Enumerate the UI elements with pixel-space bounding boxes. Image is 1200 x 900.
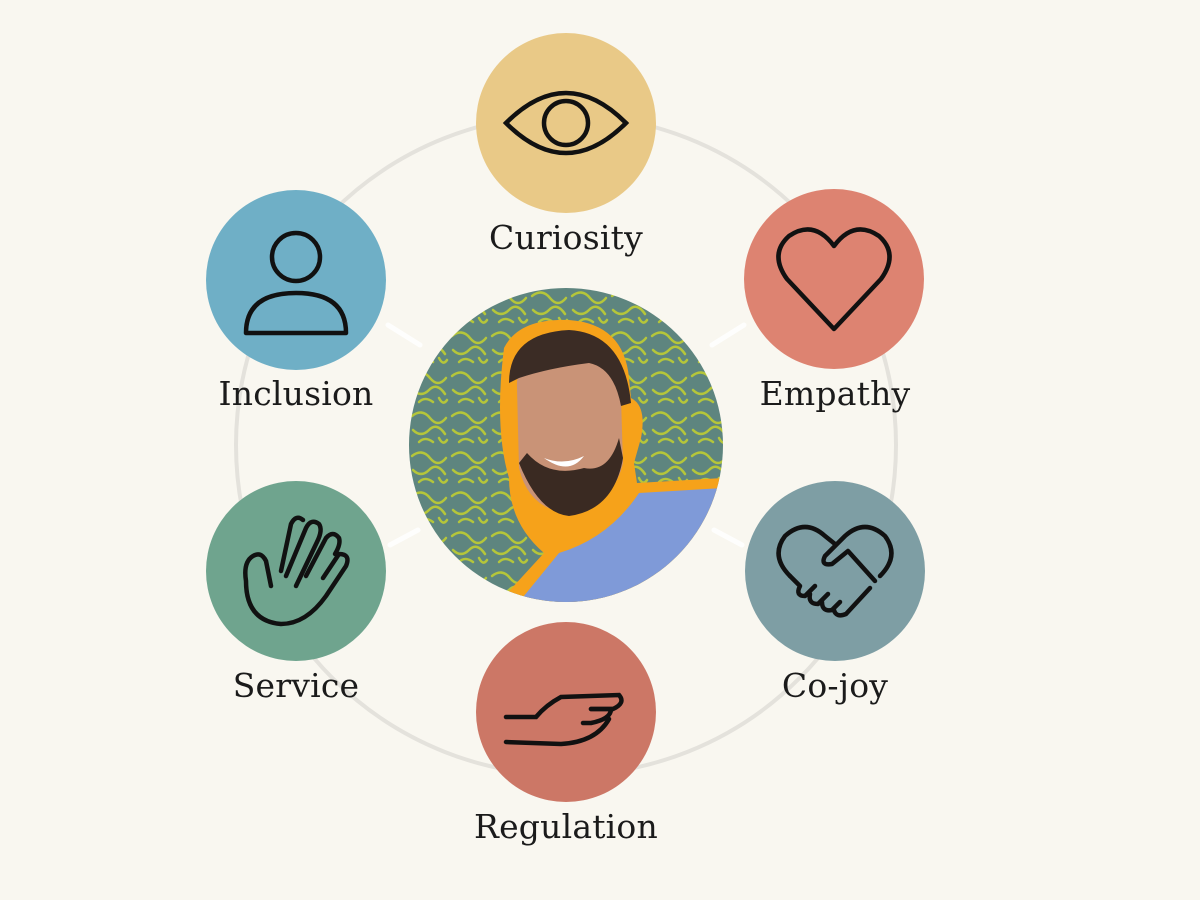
heart-icon [776,227,892,332]
value-node-empathy [744,189,924,369]
value-node-co-joy [745,481,925,661]
value-label-service: Service [232,666,360,705]
open-hand-icon [503,692,624,747]
value-label-co-joy: Co-joy [781,666,889,705]
value-label-empathy: Empathy [759,374,911,413]
value-label-curiosity: Curiosity [489,218,643,257]
value-node-curiosity [476,33,656,213]
value-label-regulation: Regulation [474,807,658,846]
eye-icon [502,90,630,156]
portrait-photo [409,288,723,602]
person-icon [243,230,349,336]
raised-hand-icon [243,515,350,627]
value-node-inclusion [206,190,386,370]
value-node-regulation [476,622,656,802]
value-label-inclusion: Inclusion [218,374,374,413]
value-node-service [206,481,386,661]
handshake-icon [776,524,894,618]
